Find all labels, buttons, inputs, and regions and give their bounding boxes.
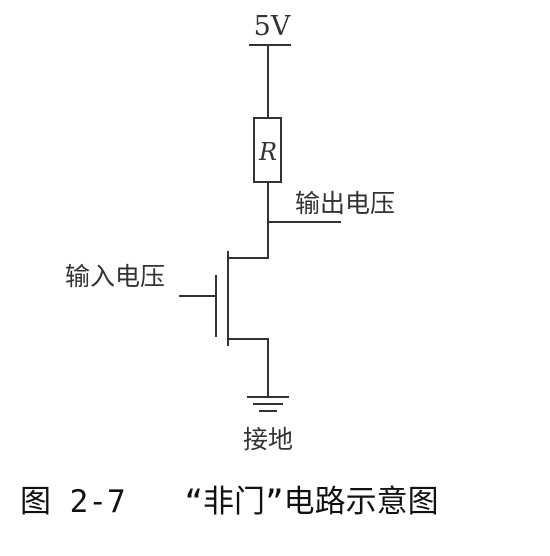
supply-voltage-label: 5V bbox=[254, 11, 291, 42]
input-voltage-label: 输入电压 bbox=[65, 262, 165, 291]
figure-title: “非门”电路示意图 bbox=[184, 484, 438, 520]
resistor-label: R bbox=[258, 138, 277, 166]
output-voltage-label: 输出电压 bbox=[295, 189, 395, 218]
figure-caption: 图 2-7 “非门”电路示意图 bbox=[20, 484, 439, 520]
ground-label: 接地 bbox=[243, 425, 293, 454]
figure-number: 图 2-7 bbox=[20, 484, 126, 520]
ground-icon bbox=[247, 396, 289, 412]
